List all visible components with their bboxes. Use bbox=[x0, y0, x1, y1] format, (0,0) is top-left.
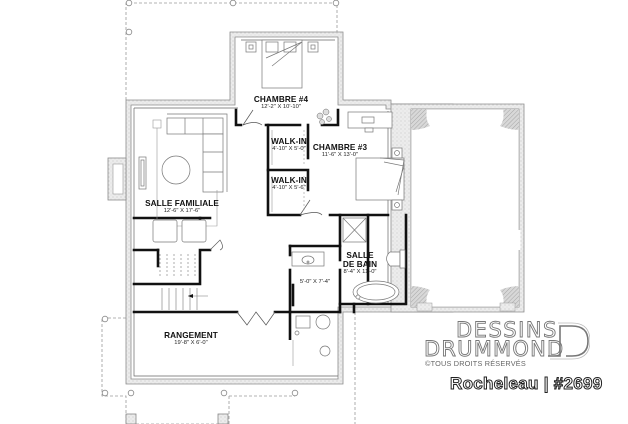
room-dimensions: 4'-10" X 5'-0" bbox=[272, 146, 306, 153]
room-name: WALK-IN bbox=[271, 137, 307, 146]
tv-console bbox=[138, 156, 147, 190]
room-dimensions: 19'-8" X 6'-0" bbox=[174, 340, 208, 347]
room-label-salle-familiale: SALLE FAMILIALE 12'-6" X 17'-6" bbox=[140, 199, 224, 215]
porch-posts bbox=[101, 315, 299, 424]
pier-hatch bbox=[411, 109, 519, 307]
room-name-line1: SALLE bbox=[346, 251, 374, 260]
brand-name-line1: DESSINS bbox=[456, 318, 558, 343]
room-dimensions: 5'-0" X 7'-4" bbox=[299, 279, 331, 285]
room-label-salle-de-bain: SALLE DE BAIN 8'-4" X 11'-0" bbox=[339, 251, 381, 276]
closet-shelves bbox=[271, 130, 305, 212]
copyright-notice: ©TOUS DROITS RÉSERVÉS bbox=[425, 359, 526, 368]
plan-title: Rocheleau | #2699 bbox=[450, 374, 603, 394]
doors bbox=[209, 109, 323, 326]
bathtub bbox=[352, 280, 400, 304]
room-label-vanity: 5'-0" X 7'-4" bbox=[290, 279, 340, 286]
room-name: SALLE FAMILIALE bbox=[145, 199, 219, 208]
armchairs bbox=[152, 219, 207, 243]
stairs bbox=[159, 254, 208, 310]
brand-d-mark-icon bbox=[548, 322, 590, 360]
room-dimensions: 12'-6" X 17'-6" bbox=[163, 208, 201, 215]
room-dimensions: 8'-4" X 11'-0" bbox=[343, 269, 377, 276]
coffee-table bbox=[161, 155, 191, 185]
shower bbox=[342, 217, 367, 243]
bed-chambre4 bbox=[245, 39, 319, 89]
powder-room-fixtures bbox=[294, 314, 331, 357]
porch-outline-bottom bbox=[101, 317, 295, 424]
room-name: CHAMBRE #3 bbox=[312, 143, 368, 152]
room-label-walkin-1: WALK-IN 4'-10" X 5'-0" bbox=[270, 137, 308, 153]
toilet bbox=[386, 249, 406, 269]
brand-logo: DESSINS DRUMMOND ©TOUS DROITS RÉSERVÉS R… bbox=[424, 318, 624, 394]
room-dimensions: 4'-10" X 5'-6" bbox=[272, 185, 306, 192]
desk-chambre3 bbox=[347, 111, 393, 133]
room-label-rangement: RANGEMENT 19'-8" X 6'-0" bbox=[154, 331, 228, 347]
plant bbox=[316, 108, 332, 125]
room-dimensions: 11'-6" X 13'-0" bbox=[321, 152, 359, 159]
sink-vanity bbox=[291, 251, 325, 267]
room-name: WALK-IN bbox=[271, 176, 307, 185]
brand-name-line2: DRUMMOND bbox=[424, 337, 565, 362]
room-label-walkin-2: WALK-IN 4'-10" X 5'-6" bbox=[270, 176, 308, 192]
column-posts bbox=[125, 0, 340, 36]
room-label-chambre3: CHAMBRE #3 11'-6" X 13'-0" bbox=[312, 143, 368, 159]
room-label-chambre4: CHAMBRE #4 12'-2" X 10'-10" bbox=[248, 95, 314, 111]
room-name: RANGEMENT bbox=[164, 331, 218, 340]
room-dimensions: 12'-2" X 10'-10" bbox=[261, 104, 301, 111]
sectional-sofa bbox=[166, 113, 228, 193]
room-name: CHAMBRE #4 bbox=[253, 95, 309, 104]
room-name-line2: DE BAIN bbox=[342, 260, 378, 270]
bed-chambre3 bbox=[355, 147, 405, 211]
